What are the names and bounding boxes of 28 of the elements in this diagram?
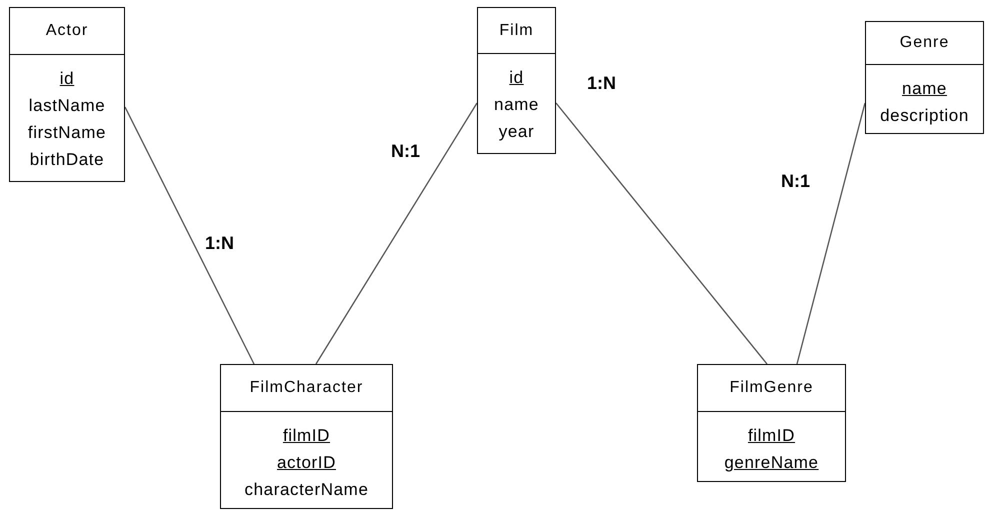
entity-box bbox=[9, 7, 125, 182]
entity-box bbox=[220, 364, 393, 509]
entity-box bbox=[865, 21, 984, 134]
attribute: year bbox=[498, 121, 534, 143]
attribute: description bbox=[880, 105, 969, 127]
relationship-line bbox=[556, 102, 768, 364]
relationship-line bbox=[124, 106, 255, 364]
key-attribute: filmID bbox=[748, 425, 796, 447]
key-attribute: genreName bbox=[724, 452, 819, 474]
entity-name: Actor bbox=[46, 22, 88, 40]
key-attribute: actorID bbox=[277, 452, 336, 474]
relationship-line bbox=[796, 102, 866, 364]
entity-box bbox=[477, 7, 556, 154]
entity-name: Film bbox=[499, 22, 534, 40]
entity-name: Genre bbox=[900, 34, 950, 52]
entity-box bbox=[697, 364, 846, 482]
attribute: characterName bbox=[244, 479, 368, 501]
attribute: firstName bbox=[28, 122, 106, 144]
attribute: birthDate bbox=[30, 149, 104, 171]
key-attribute: filmID bbox=[282, 425, 330, 447]
relationship-line bbox=[315, 102, 478, 364]
key-attribute: id bbox=[509, 67, 524, 89]
entity-name: FilmCharacter bbox=[250, 379, 364, 397]
key-attribute: name bbox=[902, 78, 947, 100]
key-attribute: id bbox=[60, 68, 74, 90]
attribute: name bbox=[494, 94, 539, 116]
entity-name: FilmGenre bbox=[730, 379, 814, 397]
attribute: lastName bbox=[28, 95, 106, 117]
